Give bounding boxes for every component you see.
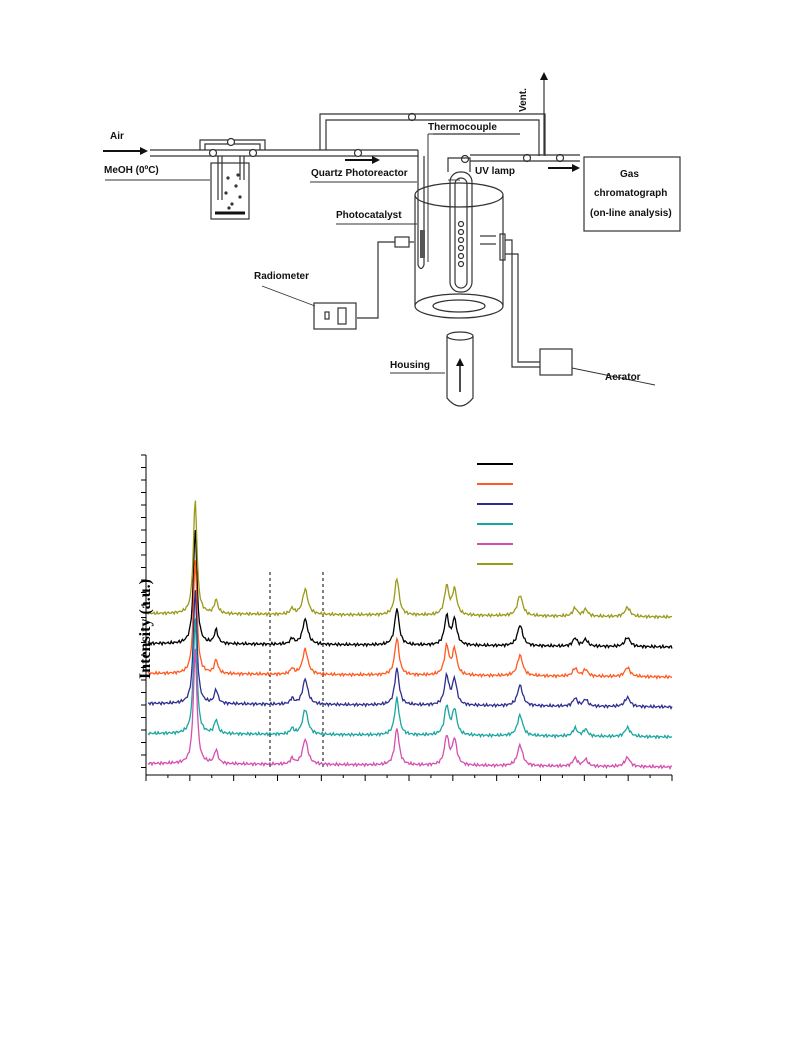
xrd-series-line (147, 529, 673, 650)
y-axis-ticks (141, 454, 146, 768)
housing-tube (446, 331, 474, 407)
x-axis-ticks (145, 775, 673, 781)
gc-flow-arrow (548, 164, 580, 172)
dashed-reference-lines (269, 572, 324, 770)
air-inlet-arrow (103, 147, 148, 155)
valve-icons (208, 112, 565, 164)
label-gc-line1: Gas (620, 169, 639, 180)
radiometer-box (313, 302, 357, 330)
xrd-series-line (147, 648, 673, 771)
label-thermocouple: Thermocouple (428, 122, 497, 133)
label-meoh: MeOH (0ºC) (104, 165, 159, 176)
air-feed-line (150, 149, 418, 157)
label-leaders (105, 133, 656, 386)
label-uv-lamp: UV lamp (475, 166, 516, 177)
label-gc-line2: chromatograph (594, 188, 668, 199)
meoh-saturator (210, 162, 250, 220)
label-gc-line3: (on-line analysis) (590, 208, 672, 219)
xrd-series-line (147, 590, 673, 711)
flow-arrow (345, 156, 380, 164)
reactor-cylinder (414, 182, 504, 319)
xrd-series-line (147, 560, 673, 680)
thermocouple-probe (427, 133, 520, 262)
y-axis-label: Intensity (a.u.) (137, 578, 155, 680)
xrd-series (147, 500, 673, 771)
xrd-chart (141, 454, 673, 781)
label-housing: Housing (390, 360, 430, 371)
xrd-series-line (147, 618, 673, 740)
label-vent: Vent. (518, 88, 529, 112)
radiometer-sensor (357, 236, 414, 319)
vent-arrow (540, 72, 548, 155)
photocatalyst-holder (420, 230, 425, 258)
aerator-connection (480, 233, 540, 368)
xrd-series-line (147, 500, 673, 620)
uv-lamp (449, 171, 473, 293)
gas-chromatograph-box (583, 156, 681, 232)
reactor-bypass-line (319, 113, 546, 156)
photoreactor-schematic (103, 72, 681, 407)
label-radiometer: Radiometer (254, 271, 310, 282)
label-aerator: Aerator (605, 372, 641, 383)
label-air: Air (110, 131, 124, 142)
chart-legend (477, 463, 513, 565)
label-quartz-photoreactor: Quartz Photoreactor (311, 168, 408, 179)
reactor-outlet-line (447, 154, 580, 172)
aerator-box (539, 348, 573, 376)
label-photocatalyst: Photocatalyst (336, 210, 402, 221)
